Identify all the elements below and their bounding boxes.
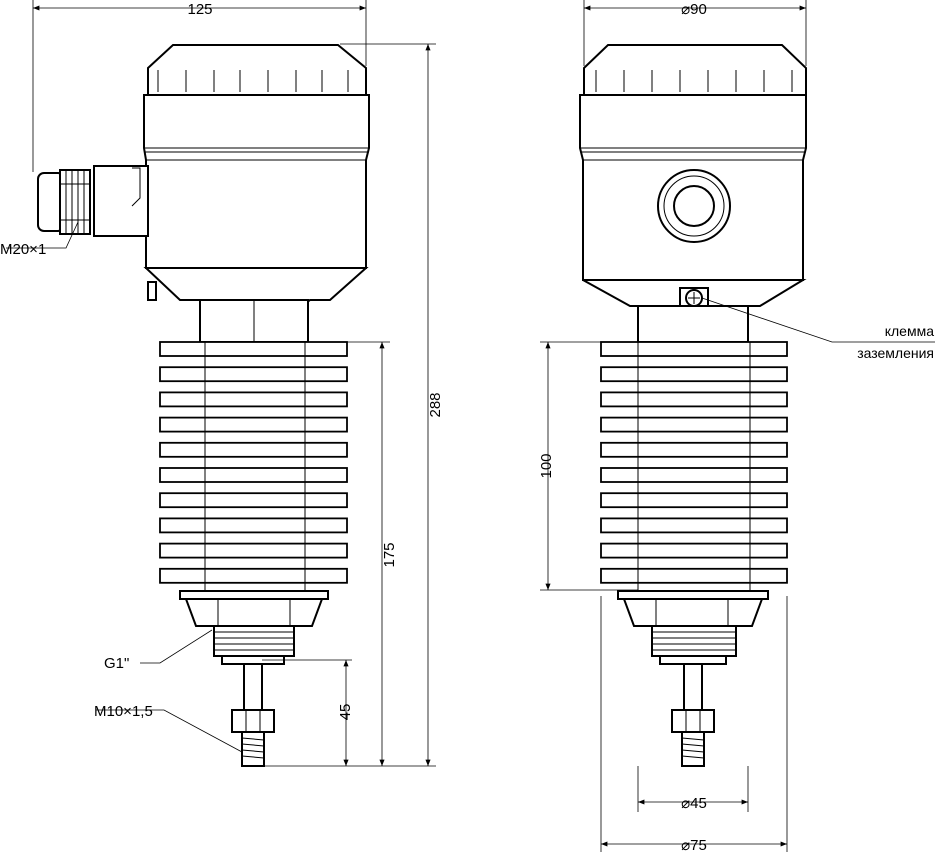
dim-g1-label: G1" — [104, 655, 129, 672]
fin — [600, 567, 788, 584]
fin — [159, 467, 348, 483]
gland-block — [93, 165, 149, 237]
dim-m20-label: M20×1 — [0, 241, 46, 258]
cable-gland — [37, 169, 91, 235]
fin — [159, 366, 348, 383]
dim-m10-label: M10×1,5 — [94, 703, 153, 720]
fin — [600, 341, 788, 357]
dim-45-label: 45 — [337, 704, 354, 721]
fin — [600, 492, 788, 509]
heatsink-fins — [159, 341, 348, 584]
fin — [600, 391, 788, 408]
housing-body — [143, 94, 370, 269]
fin — [159, 391, 348, 408]
dim-125-label: 125 — [187, 1, 212, 18]
fin — [600, 441, 788, 458]
housing-cap-front — [583, 44, 807, 96]
side-view — [37, 44, 370, 767]
front-view — [579, 44, 807, 767]
ground-label-2: заземления — [857, 345, 934, 361]
housing-cap — [147, 44, 367, 96]
heatsink-fins-front — [600, 341, 788, 584]
dimension-lines-left — [6, 0, 436, 767]
probe-rod — [243, 663, 263, 711]
fin — [600, 517, 788, 534]
thread-g1 — [213, 625, 295, 657]
fin — [600, 467, 788, 483]
fin — [159, 517, 348, 534]
dim-288-label: 288 — [427, 392, 444, 417]
dim-90-label: ⌀90 — [681, 1, 707, 18]
fin — [159, 492, 348, 509]
fin — [159, 416, 348, 433]
fin — [600, 366, 788, 383]
fin — [600, 416, 788, 433]
fin — [159, 341, 348, 357]
dim-175-label: 175 — [381, 542, 398, 567]
fin — [159, 567, 348, 584]
cap-crenellations — [157, 70, 349, 92]
dimension-lines-right — [540, 0, 935, 852]
fin — [159, 542, 348, 559]
hex-nut — [179, 590, 329, 600]
fin — [600, 542, 788, 559]
ground-label-1: клемма — [885, 323, 934, 339]
dim-dia75-label: ⌀75 — [681, 837, 707, 852]
fin — [159, 441, 348, 458]
dim-100-label: 100 — [538, 453, 555, 478]
dim-dia45-label: ⌀45 — [681, 795, 707, 812]
